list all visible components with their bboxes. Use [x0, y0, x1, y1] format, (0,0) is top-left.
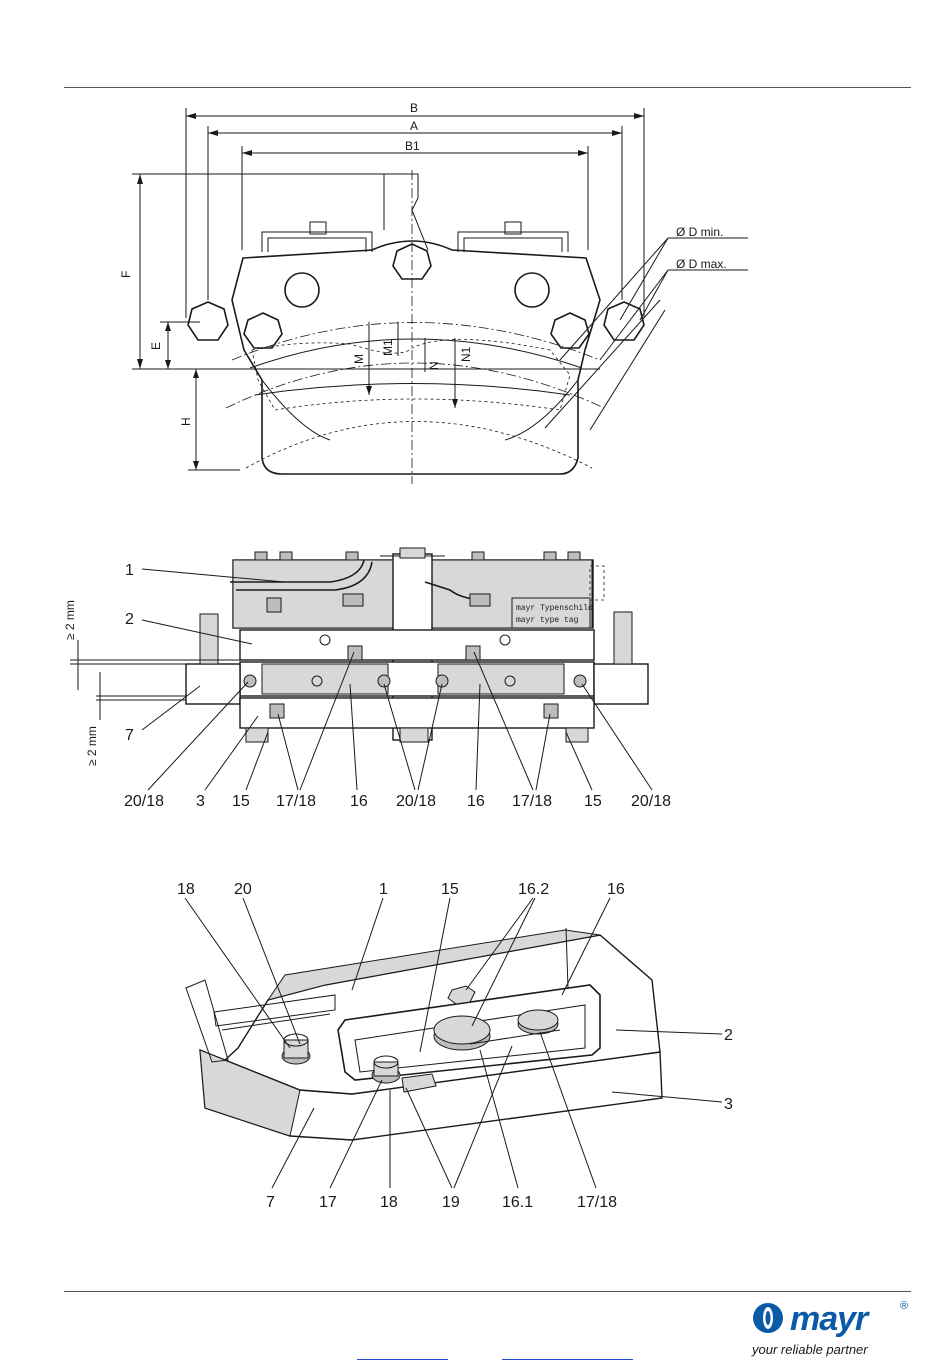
type-tag-line-2: mayr type tag	[516, 616, 579, 625]
iso-view-drawing: 18 20 1 15 16.2 16 2 3 7 17 18 19 16.1 1…	[177, 881, 733, 1211]
iso-label-15: 15	[441, 881, 459, 898]
side-callout-1: 1	[125, 562, 134, 579]
iso-label-18-bottom: 18	[380, 1194, 398, 1211]
iso-label-2: 2	[724, 1027, 733, 1044]
iso-label-16-2: 16.2	[518, 881, 549, 898]
dim-label-m1: M1	[381, 339, 395, 356]
type-tag-line-1: mayr Typenschild	[516, 604, 593, 613]
iso-label-20: 20	[234, 881, 252, 898]
footer-link-right[interactable]	[502, 1359, 633, 1360]
mayr-logo-wordmark: mayr	[790, 1300, 867, 1339]
iso-label-19: 19	[442, 1194, 460, 1211]
side-label-20-18-center: 20/18	[396, 793, 436, 810]
side-callout-7: 7	[125, 727, 134, 744]
dim-label-n: N	[427, 361, 441, 370]
side-label-15-right: 15	[584, 793, 602, 810]
dim-label-m: M	[352, 354, 366, 364]
iso-label-3: 3	[724, 1096, 733, 1113]
mayr-logo-mark-icon	[752, 1302, 784, 1334]
gap-label-upper: ≥ 2 mm	[63, 600, 77, 640]
dim-label-b1: B1	[405, 139, 420, 153]
side-label-3: 3	[196, 793, 205, 810]
dim-label-e: E	[149, 342, 163, 350]
dim-label-h: H	[179, 417, 193, 426]
registered-mark: ®	[900, 1300, 908, 1312]
iso-label-7: 7	[266, 1194, 275, 1211]
side-label-17-18-left: 17/18	[276, 793, 316, 810]
side-label-17-18-right: 17/18	[512, 793, 552, 810]
dim-label-b: B	[410, 101, 418, 115]
callout-d-min: Ø D min.	[676, 225, 723, 239]
iso-label-17: 17	[319, 1194, 337, 1211]
side-callout-2: 2	[125, 611, 134, 628]
iso-label-16-1: 16.1	[502, 1194, 533, 1211]
logo-tagline: your reliable partner	[752, 1342, 868, 1357]
iso-label-17-18: 17/18	[577, 1194, 617, 1211]
side-label-15-left: 15	[232, 793, 250, 810]
top-view-drawing: B A B1 F E H M M1 N N1 Ø D min. Ø D max.	[119, 101, 748, 484]
side-view-drawing: 1 2 7 ≥ 2 mm ≥ 2 mm mayr Typenschild may…	[63, 548, 671, 810]
side-label-16-left: 16	[350, 793, 368, 810]
side-label-20-18-left: 20/18	[124, 793, 164, 810]
iso-label-16: 16	[607, 881, 625, 898]
gap-label-lower: ≥ 2 mm	[85, 726, 99, 766]
iso-label-18-top: 18	[177, 881, 195, 898]
callout-d-max: Ø D max.	[676, 257, 727, 271]
dim-label-f: F	[119, 271, 133, 278]
iso-label-1: 1	[379, 881, 388, 898]
dim-label-n1: N1	[459, 346, 473, 362]
side-label-20-18-right: 20/18	[631, 793, 671, 810]
side-label-16-right: 16	[467, 793, 485, 810]
mayr-logo: mayr ® your reliable partner	[752, 1298, 912, 1360]
footer-link-left[interactable]	[357, 1359, 448, 1360]
dim-label-a: A	[410, 119, 418, 133]
